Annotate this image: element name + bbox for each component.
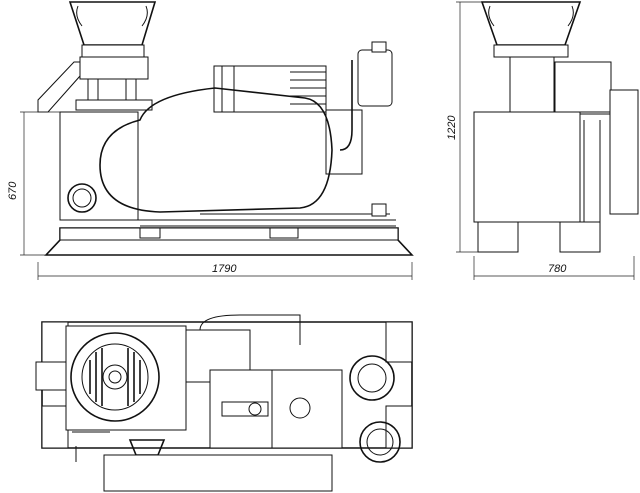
dim-side-width: 780 <box>548 263 567 275</box>
dim-front-height: 670 <box>7 181 19 200</box>
gauge <box>67 183 97 213</box>
front-view <box>20 1 414 280</box>
side-hopper <box>480 1 582 46</box>
side-view <box>456 1 639 280</box>
chute <box>37 61 81 113</box>
hopper <box>68 1 157 46</box>
gearbox-housing <box>59 111 139 221</box>
dim-front-length: 1790 <box>212 263 237 275</box>
top-view <box>35 314 413 492</box>
die-housing <box>70 332 160 422</box>
dim-side-height: 1220 <box>446 115 458 140</box>
belt-guard <box>99 87 333 213</box>
air-filter <box>349 355 395 401</box>
side-housing <box>473 111 581 223</box>
muffler <box>357 49 393 107</box>
